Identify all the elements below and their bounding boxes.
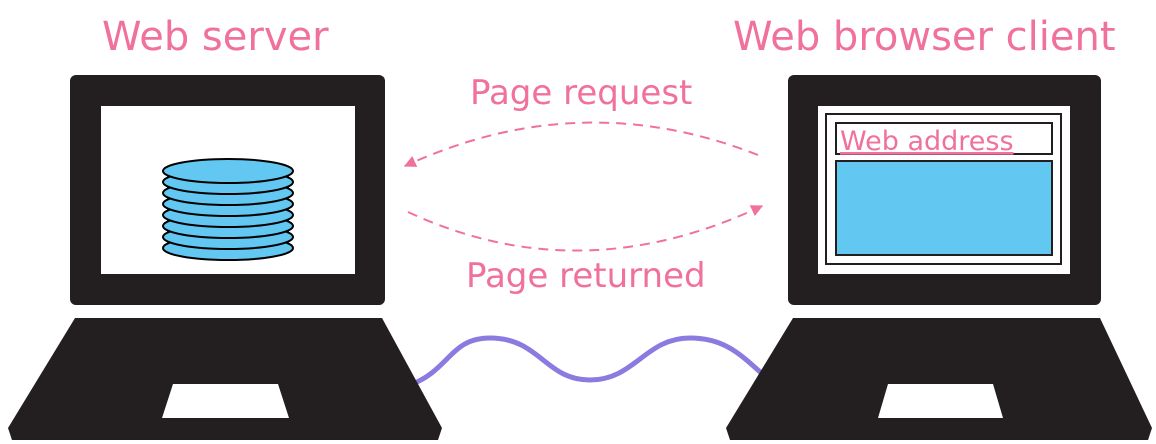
server-title: Web server	[102, 14, 329, 60]
server-touchpad	[162, 384, 289, 418]
address-bar	[835, 122, 1053, 155]
client-touchpad	[878, 384, 1003, 418]
browser-content-area	[835, 160, 1053, 256]
page-request-label: Page request	[470, 73, 692, 113]
client-title: Web browser client	[733, 14, 1116, 60]
server-laptop	[8, 75, 442, 440]
client-laptop: Web address	[726, 75, 1152, 440]
browser-window: Web address	[825, 113, 1062, 265]
network-cable	[407, 335, 778, 388]
address-bar-label: Web address	[840, 126, 1014, 157]
page-returned-arrow	[407, 205, 764, 252]
page-returned-label: Page returned	[466, 256, 706, 296]
server-keyboard-base	[8, 318, 442, 440]
page-request-arrow	[403, 121, 759, 167]
database-stack-icon	[162, 158, 294, 261]
client-keyboard-base	[726, 318, 1152, 440]
